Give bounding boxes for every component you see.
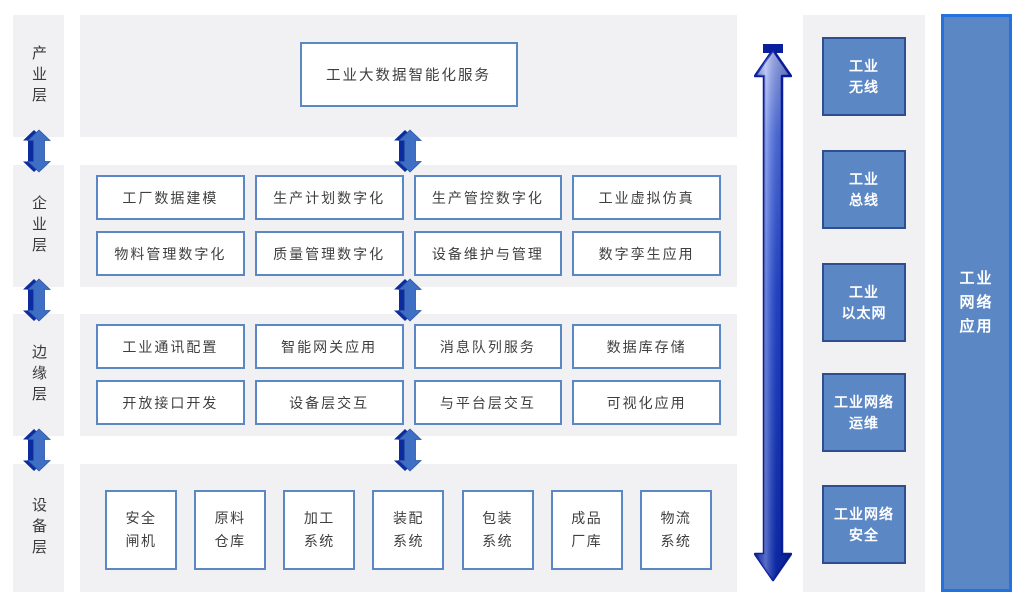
box-label: 工业虚拟仿真	[598, 189, 695, 206]
box-label-line: 系统	[660, 533, 692, 549]
box-label: 数字孪生应用	[598, 245, 695, 262]
box-label-line: 成品	[571, 509, 603, 526]
box-open-api-development: 开放接口开发	[96, 380, 245, 425]
layer-section-edge: 工业通讯配置 智能网关应用 消息队列服务 数据库存储 开放接口开发 设备层交互 …	[80, 314, 737, 436]
edge-row-2: 开放接口开发 设备层交互 与平台层交互 可视化应用	[80, 380, 737, 425]
network-column: 工业 无线 工业 总线 工业 以太网 工业网络 运维 工业网络 安全	[803, 15, 925, 592]
layer-label-industry-text: 产业层	[30, 44, 47, 108]
box-processing-system: 加工 系统	[283, 490, 356, 570]
box-label: 质量管理数字化	[273, 245, 386, 262]
box-label: 可视化应用	[606, 394, 687, 411]
box-label: 物料管理数字化	[114, 245, 227, 262]
box-label-line: 装配	[392, 509, 424, 526]
box-label-line: 工业网络	[834, 505, 894, 522]
box-label: 工业通讯配置	[122, 338, 219, 355]
bar-label-line: 网络	[959, 294, 994, 311]
layer-section-device: 安全 闸机 原料 仓库 加工 系统 装配 系统 包装 系统 成品 厂库	[80, 464, 737, 592]
box-label: 数据库存储	[606, 338, 687, 355]
bar-label-line: 工业	[959, 270, 994, 287]
box-production-control-digitalization: 生产管控数字化	[413, 175, 563, 220]
industrial-network-application-bar: 工业 网络 应用	[941, 14, 1012, 592]
box-industrial-bigdata-service: 工业大数据智能化服务	[299, 42, 518, 107]
box-industrial-network-operations: 工业网络 运维	[822, 373, 906, 452]
updown-arrow-icon	[22, 428, 52, 472]
box-label-line: 系统	[303, 533, 335, 549]
box-industrial-fieldbus: 工业 总线	[822, 150, 906, 229]
layer-section-enterprise: 工厂数据建模 生产计划数字化 生产管控数字化 工业虚拟仿真 物料管理数字化 质量…	[80, 165, 737, 287]
box-industrial-ethernet: 工业 以太网	[822, 263, 906, 342]
device-row: 安全 闸机 原料 仓库 加工 系统 装配 系统 包装 系统 成品 厂库	[80, 490, 737, 570]
layer-label-device-text: 设备层	[30, 496, 47, 560]
box-label-line: 运维	[849, 414, 879, 431]
box-label: 工厂数据建模	[122, 189, 219, 206]
box-label-line: 无线	[849, 78, 879, 95]
box-label-line: 加工	[303, 509, 335, 526]
layer-label-device: 设备层	[13, 464, 64, 592]
box-finished-goods-warehouse: 成品 厂库	[550, 490, 623, 570]
updown-arrow-icon	[393, 278, 423, 322]
box-label-line: 仓库	[214, 533, 246, 549]
enterprise-row-1: 工厂数据建模 生产计划数字化 生产管控数字化 工业虚拟仿真	[80, 175, 737, 220]
box-material-management-digitalization: 物料管理数字化	[96, 231, 245, 276]
box-label-line: 以太网	[841, 304, 887, 321]
updown-arrow-icon	[22, 278, 52, 322]
layer-label-edge: 边缘层	[13, 314, 64, 436]
box-assembly-system: 装配 系统	[372, 490, 445, 570]
box-device-layer-interaction: 设备层交互	[254, 380, 404, 425]
box-industrial-bigdata-service-label: 工业大数据智能化服务	[326, 68, 491, 84]
box-packaging-system: 包装 系统	[461, 490, 534, 570]
layer-label-industry: 产业层	[13, 15, 64, 137]
box-smart-gateway-app: 智能网关应用	[254, 324, 404, 369]
updown-arrow-icon	[22, 129, 52, 173]
box-database-storage: 数据库存储	[572, 324, 721, 369]
box-label: 生产管控数字化	[431, 189, 544, 206]
box-label: 智能网关应用	[281, 338, 378, 355]
box-industrial-wireless: 工业 无线	[822, 37, 906, 116]
box-label: 设备维护与管理	[431, 245, 544, 262]
enterprise-row-2: 物料管理数字化 质量管理数字化 设备维护与管理 数字孪生应用	[80, 231, 737, 276]
box-platform-layer-interaction: 与平台层交互	[413, 380, 563, 425]
box-label-line: 安全	[849, 526, 879, 543]
box-raw-material-warehouse: 原料 仓库	[194, 490, 267, 570]
box-digital-twin-application: 数字孪生应用	[572, 231, 721, 276]
box-visualization-app: 可视化应用	[572, 380, 721, 425]
box-label: 设备层交互	[289, 394, 370, 411]
box-label: 与平台层交互	[439, 394, 536, 411]
box-factory-data-modeling: 工厂数据建模	[96, 175, 245, 220]
box-label-line: 总线	[849, 191, 879, 208]
vertical-flow-arrow-icon	[754, 44, 792, 582]
box-industrial-virtual-simulation: 工业虚拟仿真	[572, 175, 721, 220]
box-production-planning-digitalization: 生产计划数字化	[254, 175, 404, 220]
updown-arrow-icon	[393, 428, 423, 472]
box-label-line: 安全	[125, 509, 157, 526]
bar-label-line: 应用	[959, 318, 994, 335]
box-industrial-network-security: 工业网络 安全	[822, 485, 906, 564]
box-label-line: 厂库	[571, 533, 603, 549]
edge-row-1: 工业通讯配置 智能网关应用 消息队列服务 数据库存储	[80, 324, 737, 369]
box-quality-management-digitalization: 质量管理数字化	[254, 231, 404, 276]
box-label-line: 系统	[482, 533, 514, 549]
layer-section-industry: 工业大数据智能化服务	[80, 15, 737, 137]
box-label-line: 原料	[214, 509, 246, 526]
layer-label-enterprise: 企业层	[13, 165, 64, 287]
box-label-line: 工业网络	[834, 393, 894, 410]
box-label-line: 包装	[482, 509, 514, 526]
box-message-queue-service: 消息队列服务	[413, 324, 563, 369]
box-label-line: 系统	[392, 533, 424, 549]
box-security-gate: 安全 闸机	[105, 490, 177, 570]
box-label: 开放接口开发	[122, 394, 219, 411]
box-label-line: 工业	[849, 283, 879, 300]
box-label: 生产计划数字化	[273, 189, 386, 206]
layer-label-edge-text: 边缘层	[30, 343, 47, 407]
box-equipment-maintenance-management: 设备维护与管理	[413, 231, 563, 276]
box-label-line: 工业	[849, 170, 879, 187]
updown-arrow-icon	[393, 129, 423, 173]
box-label-line: 闸机	[125, 533, 157, 549]
layer-label-enterprise-text: 企业层	[30, 194, 47, 258]
box-label: 消息队列服务	[439, 338, 536, 355]
box-label-line: 工业	[849, 57, 879, 74]
box-industrial-comm-config: 工业通讯配置	[96, 324, 245, 369]
box-logistics-system: 物流 系统	[639, 490, 712, 570]
box-label-line: 物流	[660, 509, 692, 526]
